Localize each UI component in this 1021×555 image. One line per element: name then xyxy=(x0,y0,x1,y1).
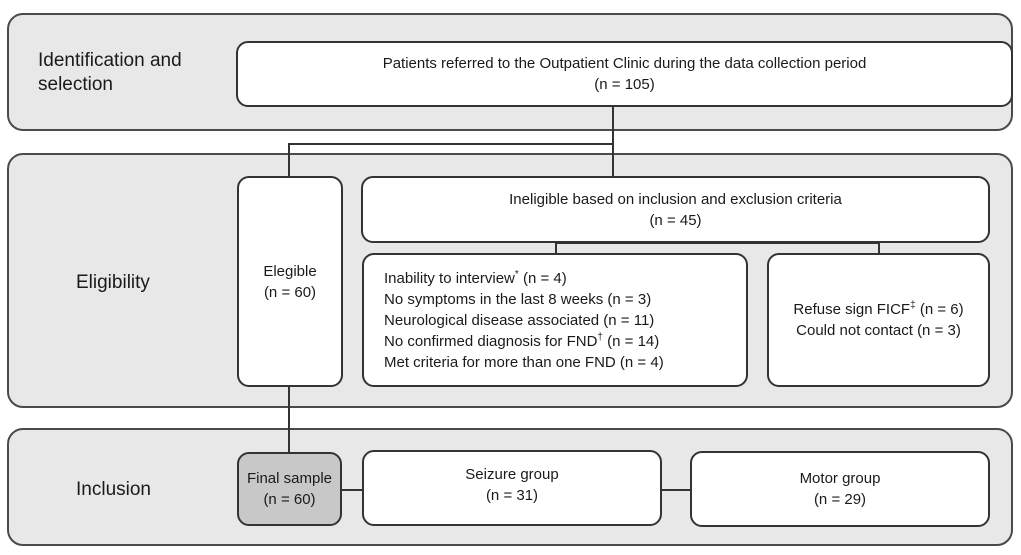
connector-to-other-reasons xyxy=(878,242,880,254)
motor-group-box: Motor group (n = 29) xyxy=(690,451,990,527)
other-reason-item: Could not contact (n = 3) xyxy=(796,322,961,339)
other-reasons-box: Refuse sign FICF‡ (n = 6) Could not cont… xyxy=(767,253,990,387)
exclusion-reason-item: No symptoms in the last 8 weeks (n = 3) xyxy=(384,290,652,308)
referred-patients-box: Patients referred to the Outpatient Clin… xyxy=(236,41,1013,107)
exclusion-reasons-box: Inability to interview* (n = 4) No sympt… xyxy=(362,253,748,387)
exclusion-reason-item: Inability to interview* (n = 4) xyxy=(384,268,567,287)
seizure-group-box: Seizure group (n = 31) xyxy=(362,450,662,526)
ineligible-text: Ineligible based on inclusion and exclus… xyxy=(509,190,842,208)
identification-label-line1: Identification and xyxy=(38,50,182,71)
connector-seizure-to-motor xyxy=(661,489,692,491)
identification-stage-label: Identification and selection xyxy=(38,49,182,97)
connector-to-eligible xyxy=(288,143,290,177)
eligible-text: Elegible xyxy=(263,262,317,280)
final-sample-text: Final sample xyxy=(246,470,333,487)
eligible-box: Elegible (n = 60) xyxy=(237,176,343,387)
final-sample-box: Final sample (n = 60) xyxy=(237,452,342,526)
seizure-group-text: Seizure group xyxy=(465,466,559,483)
connector-split-horizontal xyxy=(288,143,614,145)
motor-group-count: (n = 29) xyxy=(813,491,867,508)
exclusion-reason-item: Met criteria for more than one FND (n = … xyxy=(384,353,664,371)
final-sample-count: (n = 60) xyxy=(263,491,316,508)
referred-patients-count: (n = 105) xyxy=(594,76,655,93)
connector-eligible-to-final xyxy=(288,386,290,453)
connector-final-to-seizure xyxy=(341,489,363,491)
exclusion-reason-item: Neurological disease associated (n = 11) xyxy=(384,311,655,329)
motor-group-text: Motor group xyxy=(799,470,881,487)
ineligible-box: Ineligible based on inclusion and exclus… xyxy=(361,176,990,243)
ineligible-count: (n = 45) xyxy=(649,211,702,229)
inclusion-stage-label: Inclusion xyxy=(76,479,151,500)
exclusion-reason-item: No confirmed diagnosis for FND† (n = 14) xyxy=(384,331,660,350)
seizure-group-count: (n = 31) xyxy=(485,487,539,504)
identification-label-line2: selection xyxy=(38,74,113,95)
connector-reasons-horizontal xyxy=(555,242,880,244)
connector-ineligible-down xyxy=(555,242,557,254)
connector-referred-down xyxy=(612,106,614,178)
referred-patients-text: Patients referred to the Outpatient Clin… xyxy=(382,55,867,72)
eligible-count: (n = 60) xyxy=(263,283,317,301)
eligibility-stage-label: Eligibility xyxy=(76,272,150,293)
other-reason-item: Refuse sign FICF‡ (n = 6) xyxy=(793,300,964,319)
